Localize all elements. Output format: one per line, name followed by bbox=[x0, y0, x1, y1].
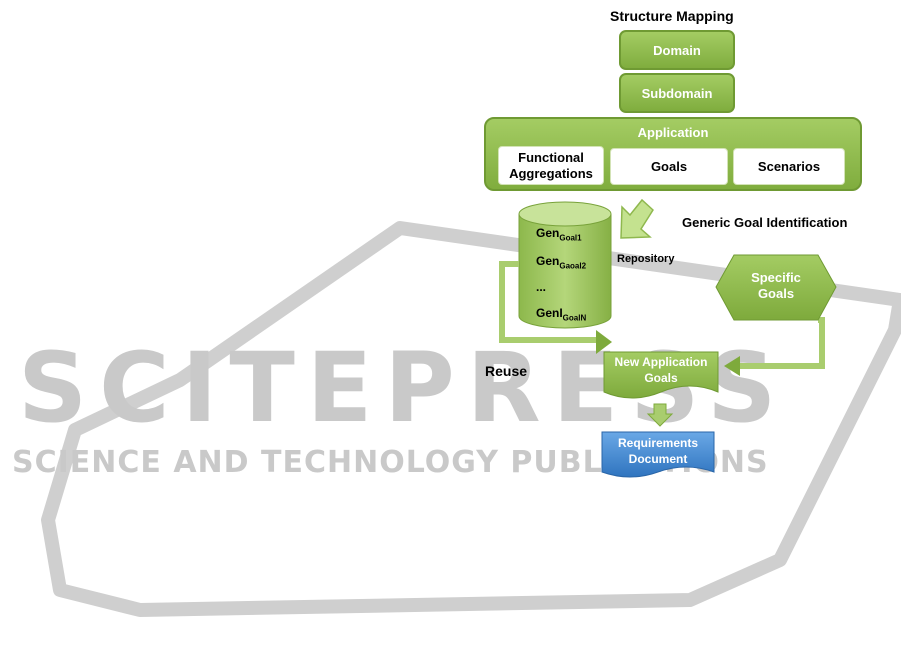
specific-goals-arrow bbox=[724, 320, 822, 376]
repository-label: Repository bbox=[617, 253, 674, 265]
repository-item: GenGoal1 bbox=[536, 226, 582, 242]
specific-goals-label: Specific Goals bbox=[745, 270, 807, 302]
new-application-goals-label: New Application Goals bbox=[604, 354, 718, 386]
generic-goal-arrow bbox=[621, 200, 653, 238]
down-arrow bbox=[648, 404, 672, 426]
repository-item: ... bbox=[536, 280, 546, 296]
repository-item: GenGaoal2 bbox=[536, 254, 586, 270]
requirements-document-label: Requirements Document bbox=[602, 435, 714, 467]
reuse-label: Reuse bbox=[485, 363, 527, 379]
repository-item: GenIGoalN bbox=[536, 306, 586, 322]
generic-goal-identification-label: Generic Goal Identification bbox=[682, 215, 847, 230]
